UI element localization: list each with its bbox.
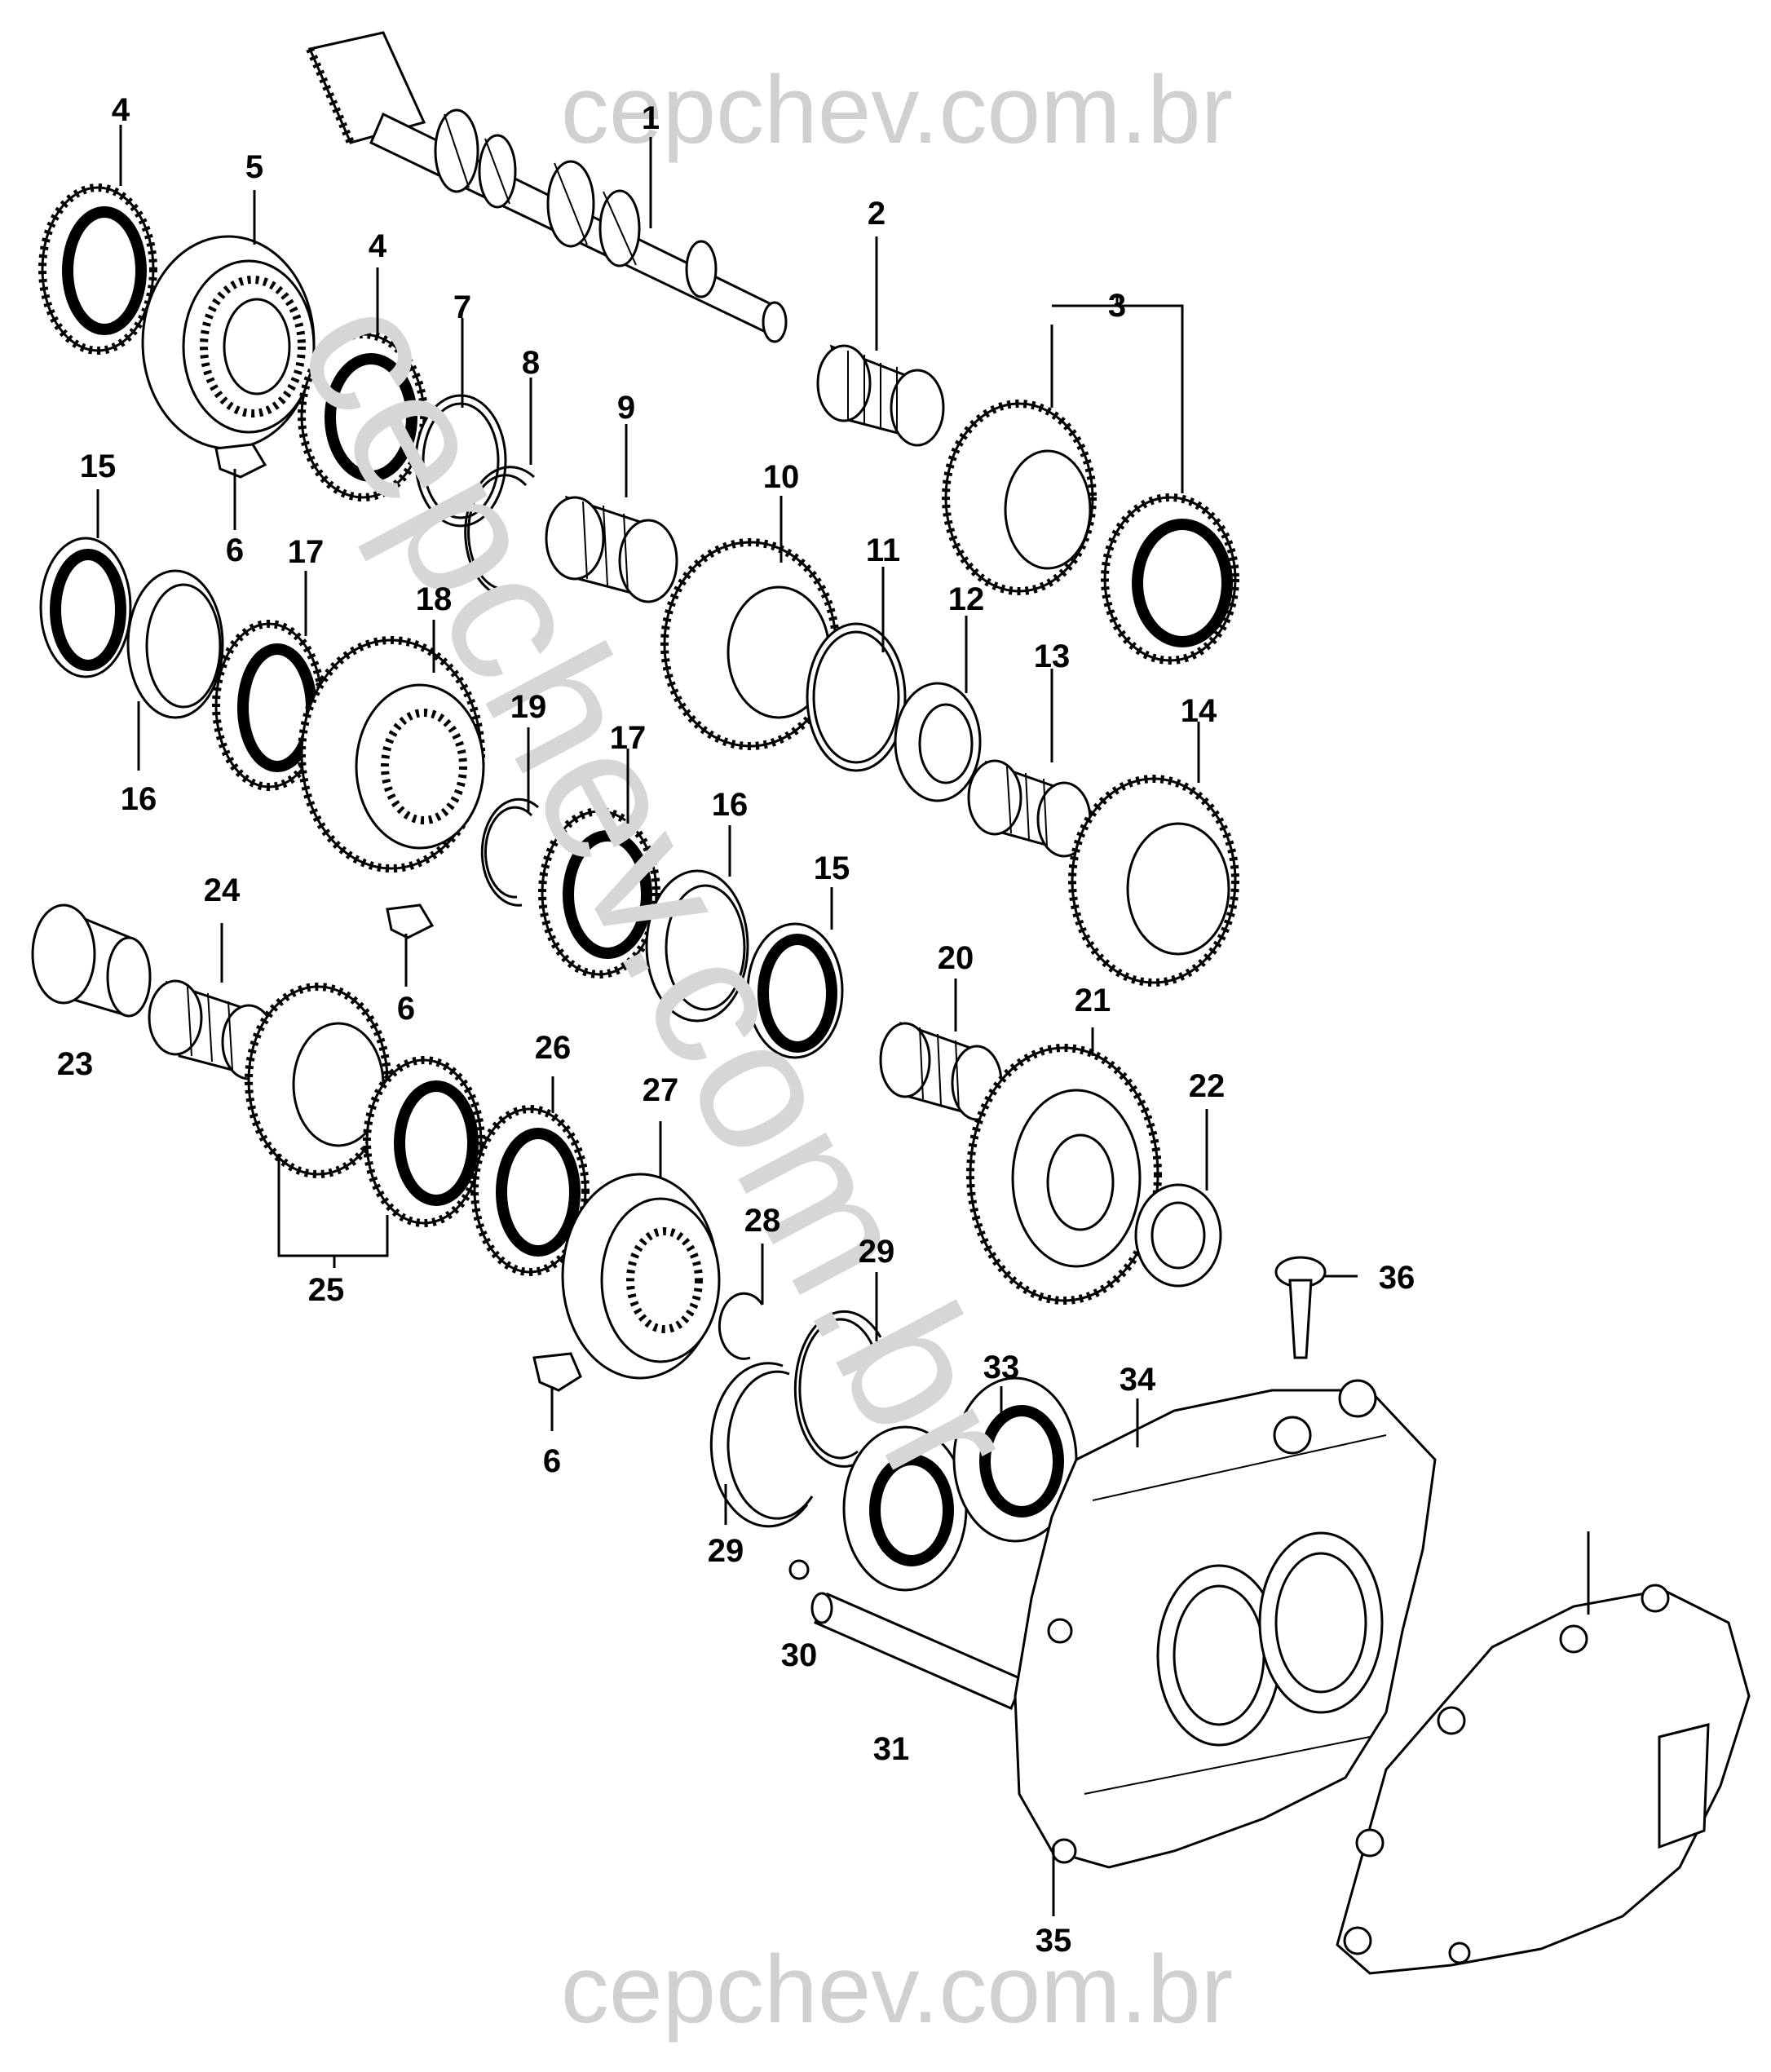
part-18-synchro-hub-gear [298, 636, 485, 873]
part-4-synchro-ring-a [38, 183, 157, 355]
part-7-snap-ring [414, 394, 507, 528]
callout-17: 17 [610, 720, 647, 756]
callout-6: 6 [397, 991, 415, 1027]
part-6-key-a [214, 443, 267, 479]
part-25-gear-pair [245, 983, 485, 1227]
callout-20: 20 [938, 940, 974, 976]
part-14-gear [1068, 775, 1239, 987]
part-5-synchro-hub [141, 235, 316, 450]
leader-lines [96, 125, 1590, 1916]
part-32-ball-bearings [842, 1376, 1078, 1592]
callout-13: 13 [1034, 638, 1071, 674]
callout-1: 1 [642, 100, 660, 136]
part-1-main-shaft [306, 31, 788, 343]
part-6-key-c [532, 1352, 582, 1392]
part-6-key-b [386, 903, 435, 939]
callout-25: 25 [308, 1272, 345, 1308]
watermark-top: cepchev.com.br [561, 56, 1233, 164]
callout-16: 16 [121, 781, 157, 817]
part-26-synchro-ring [470, 1105, 590, 1276]
part-17-synchro-ring-b [538, 807, 660, 979]
part-4-synchro-ring-b [298, 330, 428, 501]
part-15-synchro-ring-b [746, 922, 844, 1059]
part-30-ball [788, 1559, 810, 1580]
callout-11: 11 [866, 532, 900, 568]
callout-31: 31 [873, 1731, 910, 1767]
callout-23: 23 [57, 1046, 94, 1082]
callout-labels: 4 5 1 2 3 4 7 8 9 10 11 12 13 14 15 6 17… [57, 92, 1415, 1959]
part-16-cone-ring-b [645, 869, 749, 1023]
part-21-large-gear [966, 1044, 1162, 1305]
callout-22: 22 [1189, 1068, 1226, 1104]
part-11-ring [806, 622, 907, 772]
callout-27: 27 [643, 1072, 679, 1108]
part-35-bolt [1274, 1256, 1327, 1359]
callout-33: 34 [1120, 1362, 1156, 1398]
callout-4: 4 [369, 228, 387, 264]
callout-10: 10 [763, 459, 800, 495]
part-16-cone-ring-a [126, 569, 224, 719]
part-15-synchro-ring-a [39, 537, 132, 678]
callout-29: 29 [708, 1533, 744, 1569]
part-29-circlip-b [709, 1362, 814, 1528]
part-9-needle-bearing [545, 495, 678, 603]
part-28-small-circlip [718, 1292, 764, 1360]
part-33-transmission-case [1014, 1379, 1437, 1869]
part-8-circlip [464, 466, 536, 599]
part-31-pin [810, 1592, 1025, 1710]
part-29-circlip-a [793, 1310, 882, 1468]
callout-8: 8 [522, 345, 540, 381]
callout-26: 26 [535, 1030, 572, 1066]
callout-34: 35 [1036, 1923, 1072, 1959]
callout-15: 15 [80, 448, 117, 484]
part-17-synchro-ring-a [212, 620, 326, 791]
part-23-bushing [31, 903, 152, 1018]
callout-21: 21 [1075, 983, 1111, 1018]
part-13-needle-bearing [967, 759, 1092, 858]
callout-32: 33 [983, 1350, 1020, 1385]
callout-6: 6 [226, 532, 244, 568]
callout-24: 24 [204, 873, 241, 908]
callout-14: 14 [1181, 693, 1217, 729]
callout-18: 18 [416, 581, 453, 617]
callout-2: 2 [868, 196, 886, 232]
part-12-split-washer [894, 682, 982, 802]
part-3-gear-pair [942, 400, 1239, 665]
callout-30: 30 [781, 1637, 818, 1673]
callout-6: 6 [543, 1443, 561, 1479]
callout-9: 9 [617, 390, 635, 426]
callout-16: 16 [712, 787, 749, 823]
callout-3: 3 [1108, 288, 1126, 324]
callout-7: 7 [453, 289, 471, 325]
callout-15: 15 [814, 850, 850, 886]
callout-19: 19 [510, 689, 547, 725]
callout-12: 12 [948, 581, 985, 617]
watermark-bottom: cepchev.com.br [561, 1936, 1233, 2043]
callout-29: 29 [859, 1234, 895, 1270]
part-2-needle-bearing [816, 344, 945, 447]
part-19-snap-ring [480, 797, 539, 907]
part-10-gear [660, 538, 840, 750]
callout-5: 5 [245, 149, 263, 185]
callout-17: 17 [288, 534, 325, 570]
part-36-end-cover [1336, 1584, 1751, 1975]
part-27-synchro-hub [561, 1173, 721, 1380]
part-22-washer [1134, 1183, 1222, 1288]
callout-28: 28 [744, 1203, 781, 1239]
callout-4: 4 [112, 92, 130, 128]
callout-35: 36 [1379, 1260, 1415, 1296]
